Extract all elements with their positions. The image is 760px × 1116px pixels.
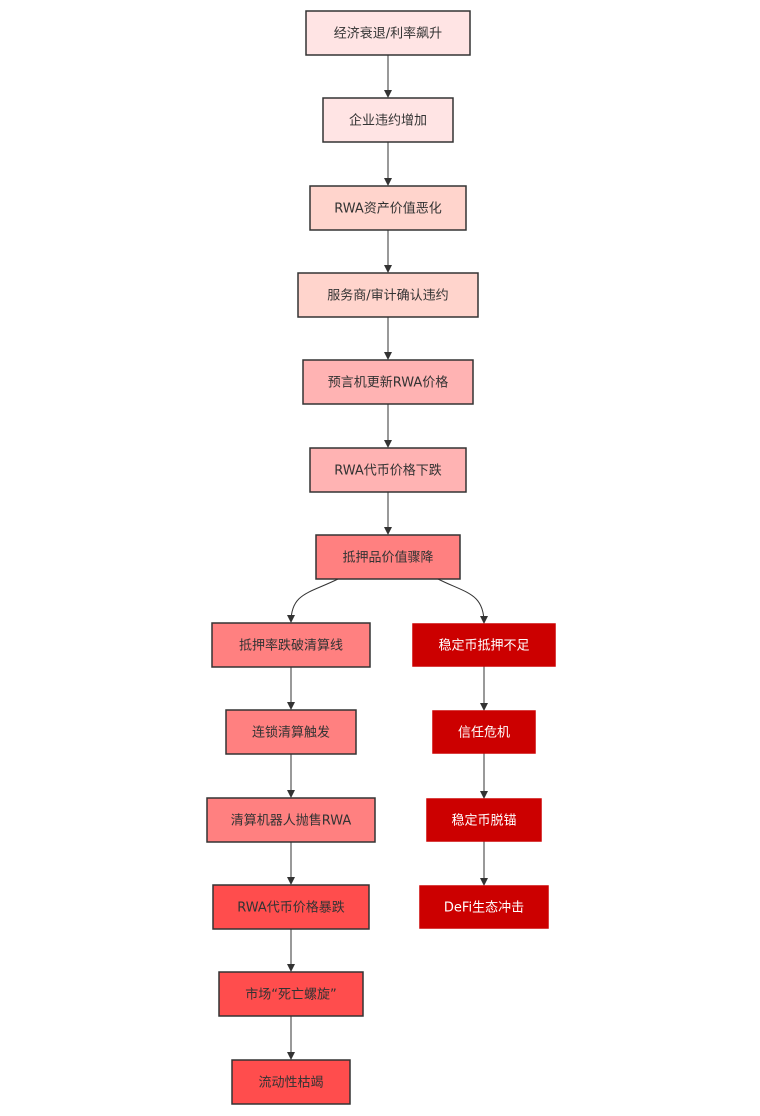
flow-node-label: 经济衰退/利率飙升 [334,26,442,42]
flow-node-n7: 抵押品价值骤降 [315,534,461,580]
flow-node-n17: DeFi生态冲击 [419,885,549,929]
flow-node-box [432,710,536,754]
flow-node-n5: 预言机更新RWA价格 [302,359,474,405]
flow-node-n14: 稳定币抵押不足 [412,623,556,667]
flow-node-label: 信任危机 [458,726,510,741]
flow-node-box [211,622,371,668]
flow-node-label: 服务商/审计确认违约 [327,288,448,304]
flow-node-label: 稳定币抵押不足 [438,638,529,654]
flow-node-n6: RWA代币价格下跌 [309,447,467,493]
edges-layer [287,55,488,1060]
flow-node-label: RWA代币价格暴跌 [237,900,345,916]
flow-node-label: 预言机更新RWA价格 [328,375,449,391]
flow-node-box [309,185,467,231]
flow-node-label: 抵押率跌破清算线 [239,638,343,654]
flow-node-box [426,798,542,842]
flow-node-n12: 市场“死亡螺旋” [218,971,364,1017]
flow-node-n8: 抵押率跌破清算线 [211,622,371,668]
flow-node-box [315,534,461,580]
flow-node-label: 稳定币脱锚 [451,813,516,829]
flow-node-box [419,885,549,929]
flow-node-n1: 经济衰退/利率飙升 [305,10,471,56]
flow-node-box [231,1059,351,1105]
flow-node-n2: 企业违约增加 [322,97,454,143]
flow-node-label: 连锁清算触发 [252,725,330,741]
flow-node-box [225,709,357,755]
flow-edge-n7-n8 [287,578,339,623]
flow-node-box [212,884,370,930]
flow-node-n16: 稳定币脱锚 [426,798,542,842]
flow-node-label: RWA代币价格下跌 [334,463,442,479]
flow-node-label: 市场“死亡螺旋” [245,987,336,1003]
flow-edge-n7-n14 [437,578,488,624]
flow-node-label: 抵押品价值骤降 [342,550,433,566]
flow-node-n10: 清算机器人抛售RWA [206,797,376,843]
flow-node-n9: 连锁清算触发 [225,709,357,755]
flow-node-label: DeFi生态冲击 [444,901,524,916]
flow-node-box [305,10,471,56]
flow-node-box [412,623,556,667]
flow-node-n11: RWA代币价格暴跌 [212,884,370,930]
flow-node-n13: 流动性枯竭 [231,1059,351,1105]
flow-node-label: 清算机器人抛售RWA [231,813,352,829]
flow-node-box [302,359,474,405]
flow-node-label: 企业违约增加 [349,113,427,129]
flow-node-box [206,797,376,843]
flow-node-label: RWA资产价值恶化 [334,201,442,217]
flow-node-n4: 服务商/审计确认违约 [297,272,479,318]
flow-node-box [218,971,364,1017]
flow-node-box [297,272,479,318]
flow-node-n15: 信任危机 [432,710,536,754]
flow-node-label: 流动性枯竭 [258,1076,323,1091]
flow-node-box [309,447,467,493]
flow-node-box [322,97,454,143]
flow-node-n3: RWA资产价值恶化 [309,185,467,231]
